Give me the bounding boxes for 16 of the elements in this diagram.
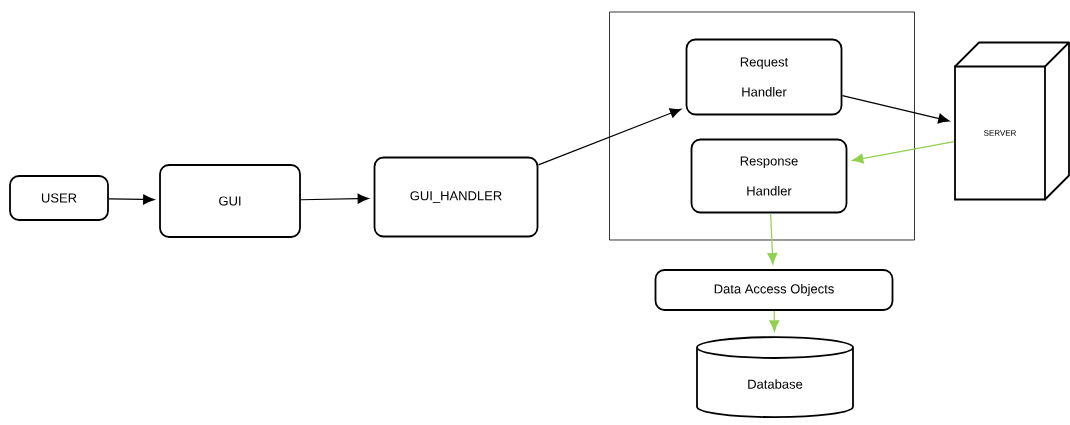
arrow [851,140,955,164]
server-drawing: SERVER [954,41,1070,201]
process-box: Request Handler [685,38,843,116]
arrow [767,212,778,265]
process-box: GUI_HANDLER [373,156,539,238]
arrow [300,193,369,204]
process-box: Response Handler [690,138,848,214]
database-cylinder: Database [696,336,854,419]
arrow [537,108,682,166]
arrow [841,94,950,124]
arrow [769,310,780,332]
process-box: GUI [159,164,301,238]
arrow [108,194,155,205]
process-box: USER [9,175,109,221]
container-box [609,11,915,241]
process-box: Data Access Objects [654,269,894,311]
